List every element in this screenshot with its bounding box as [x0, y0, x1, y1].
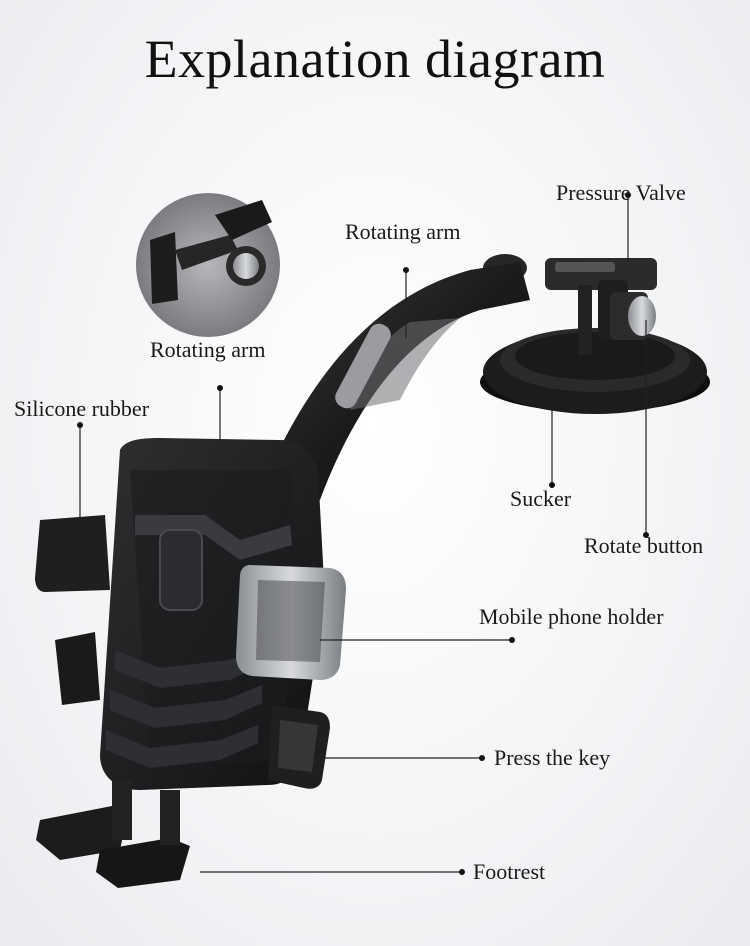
label-pressure-valve: Pressure Valve	[556, 180, 686, 205]
label-rotating-arm-inset: Rotating arm	[150, 337, 266, 362]
label-rotating-arm-top: Rotating arm	[345, 219, 461, 244]
left-grip	[35, 515, 110, 705]
label-mobile-phone-holder: Mobile phone holder	[479, 604, 664, 629]
label-silicone-rubber: Silicone rubber	[14, 396, 150, 421]
inset-detail-circle	[136, 193, 280, 337]
holder-body	[100, 438, 325, 790]
label-footrest: Footrest	[473, 859, 546, 884]
right-clamp	[236, 565, 346, 680]
label-press-the-key: Press the key	[494, 745, 611, 770]
label-rotate-button: Rotate button	[584, 533, 704, 558]
sucker-base	[480, 328, 710, 414]
footrest	[36, 780, 190, 888]
page-title: Explanation diagram	[144, 29, 606, 89]
leader-lines	[79, 195, 647, 873]
rotate-button-knob	[610, 292, 656, 340]
leader-dots	[77, 192, 649, 875]
label-sucker: Sucker	[510, 486, 572, 511]
rotating-arm	[265, 262, 530, 500]
press-key	[268, 705, 330, 789]
